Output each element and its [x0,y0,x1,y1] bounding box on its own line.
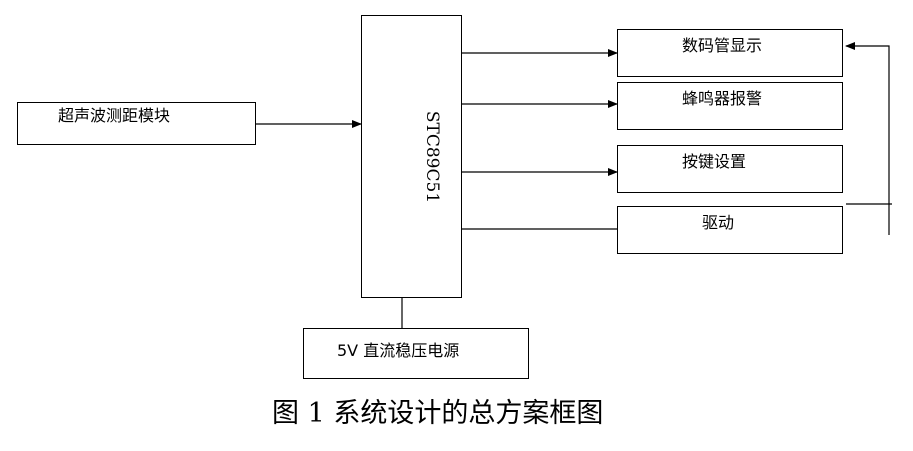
driver-block: 驱动 [617,206,843,254]
mcu-label: STC89C51 [422,110,443,204]
driver-label: 驱动 [702,213,735,232]
mcu-block: STC89C51 [361,15,462,298]
buzzer-label: 蜂鸣器报警 [682,89,763,108]
power-supply-block: 5V 直流稳压电源 [303,328,529,379]
keys-block: 按键设置 [617,145,843,193]
display-block: 数码管显示 [617,29,843,77]
ultrasonic-module-block: 超声波测距模块 [17,102,256,145]
keys-label: 按键设置 [682,152,747,171]
ultrasonic-module-label: 超声波测距模块 [58,106,171,125]
power-supply-label: 5V 直流稳压电源 [337,341,460,360]
feedback-vertical [845,42,890,235]
buzzer-block: 蜂鸣器报警 [617,82,843,130]
display-label: 数码管显示 [682,36,763,55]
figure-caption: 图 1 系统设计的总方案框图 [272,398,604,429]
